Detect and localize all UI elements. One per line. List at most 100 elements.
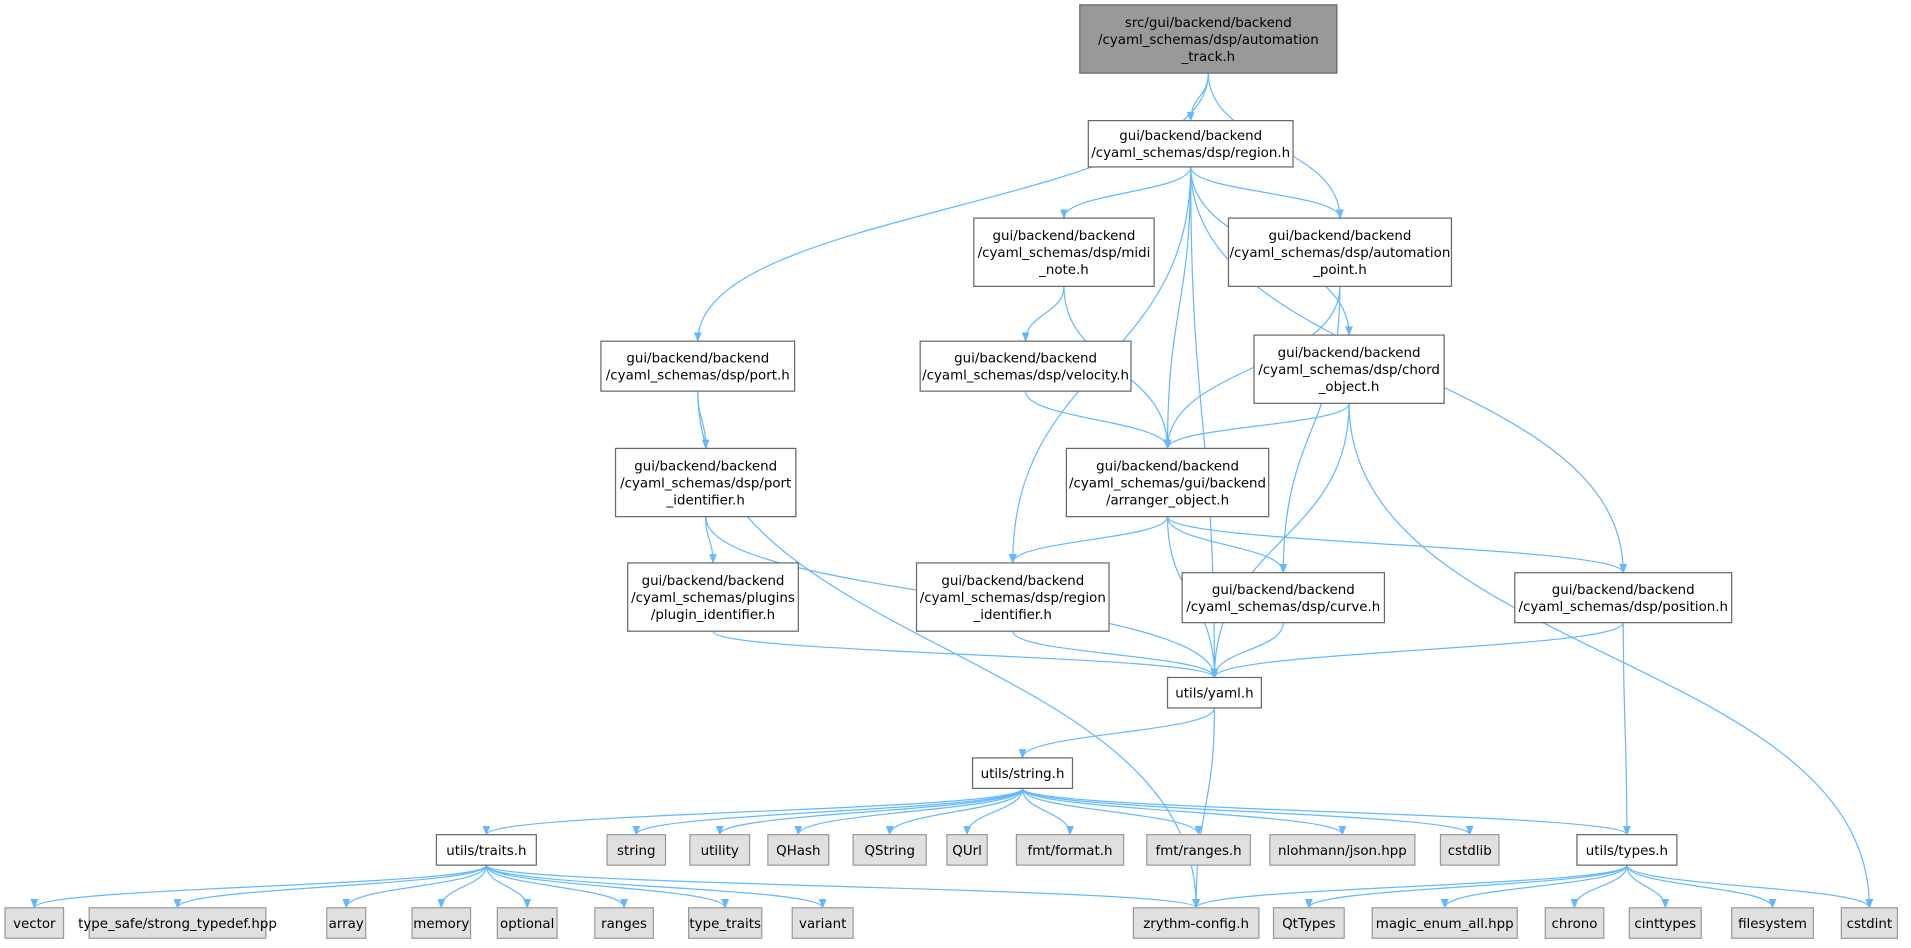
node-magic-enum[interactable]: magic_enum_all.hpp bbox=[1371, 907, 1518, 939]
node-region-identifier[interactable]: gui/backend/backend/cyaml_schemas/dsp/re… bbox=[915, 562, 1110, 632]
node-optional[interactable]: optional bbox=[496, 907, 558, 939]
node-label-line: /plugin_identifier.h bbox=[651, 608, 775, 623]
node-types[interactable]: utils/types.h bbox=[1576, 834, 1678, 866]
node-label-line: QString bbox=[864, 844, 915, 859]
node-fmt-format[interactable]: fmt/format.h bbox=[1015, 834, 1125, 866]
node-label-line: QtTypes bbox=[1282, 917, 1336, 932]
node-box bbox=[88, 907, 267, 939]
node-label-line: /cyaml_schemas/dsp/region.h bbox=[1091, 146, 1290, 161]
node-label-line: string bbox=[617, 844, 655, 859]
node-label-line: fmt/format.h bbox=[1028, 844, 1113, 859]
node-label-line: zrythm-config.h bbox=[1143, 917, 1249, 932]
node-label-line: cstdint bbox=[1847, 917, 1893, 932]
node-box bbox=[971, 757, 1074, 789]
edge-types-to-zrythm_config bbox=[1192, 864, 1628, 909]
node-arranger-object[interactable]: gui/backend/backend/cyaml_schemas/gui/ba… bbox=[1065, 447, 1270, 518]
node-QString[interactable]: QString bbox=[852, 834, 927, 866]
edge-types-to-chrono bbox=[1570, 865, 1628, 909]
edge-string_h-to-types bbox=[1021, 787, 1631, 836]
node-label-line: _note.h bbox=[1038, 263, 1089, 278]
node-type-safe[interactable]: type_safe/strong_typedef.hpp bbox=[78, 907, 277, 939]
node-label-line: gui/backend/backend bbox=[1278, 346, 1421, 361]
node-velocity[interactable]: gui/backend/backend/cyaml_schemas/dsp/ve… bbox=[919, 340, 1132, 392]
edges-layer bbox=[30, 73, 1874, 909]
edge-yaml-to-zrythm_config bbox=[1192, 707, 1216, 909]
node-nlohmann[interactable]: nlohmann/json.hpp bbox=[1269, 834, 1416, 866]
edge-arranger_object-to-region_identifier bbox=[1008, 516, 1169, 564]
node-box bbox=[411, 907, 472, 939]
node-cinttypes[interactable]: cinttypes bbox=[1628, 907, 1702, 939]
node-filesystem[interactable]: filesystem bbox=[1731, 907, 1814, 939]
node-box bbox=[689, 834, 751, 866]
node-cstdlib[interactable]: cstdlib bbox=[1439, 834, 1500, 866]
node-chrono[interactable]: chrono bbox=[1544, 907, 1605, 939]
node-port[interactable]: gui/backend/backend/cyaml_schemas/dsp/po… bbox=[600, 340, 796, 392]
edge-types-to-cinttypes bbox=[1626, 865, 1670, 909]
nodes-layer: src/gui/backend/backend/cyaml_schemas/ds… bbox=[4, 4, 1899, 939]
edge-position-to-types bbox=[1622, 622, 1631, 836]
node-label-line: cinttypes bbox=[1634, 917, 1696, 932]
node-box bbox=[946, 834, 988, 866]
node-port-identifier[interactable]: gui/backend/backend/cyaml_schemas/dsp/po… bbox=[614, 447, 797, 518]
node-QHash[interactable]: QHash bbox=[767, 834, 830, 866]
node-label-line: gui/backend/backend bbox=[993, 229, 1136, 244]
node-label-line: variant bbox=[799, 917, 846, 932]
edge-region-to-automation_point bbox=[1190, 166, 1344, 220]
node-label-line: _point.h bbox=[1312, 263, 1367, 278]
edge-string_h-to-QUrl bbox=[963, 788, 1024, 836]
edge-root-to-region bbox=[1186, 73, 1209, 122]
edge-traits-to-ranges bbox=[485, 864, 628, 909]
node-curve[interactable]: gui/backend/backend/cyaml_schemas/dsp/cu… bbox=[1181, 572, 1386, 624]
node-ranges[interactable]: ranges bbox=[594, 907, 654, 939]
node-box bbox=[627, 562, 799, 632]
node-box bbox=[688, 907, 763, 939]
node-label-line: gui/backend/backend bbox=[941, 574, 1084, 589]
node-label-line: utils/traits.h bbox=[446, 844, 526, 859]
node-label-line: /cyaml_schemas/plugins bbox=[631, 591, 795, 606]
node-QtTypes[interactable]: QtTypes bbox=[1272, 907, 1345, 939]
node-box bbox=[767, 834, 830, 866]
node-automation-point[interactable]: gui/backend/backend/cyaml_schemas/dsp/au… bbox=[1227, 217, 1453, 287]
node-label-line: ranges bbox=[601, 917, 647, 932]
node-string-h[interactable]: utils/string.h bbox=[971, 757, 1074, 789]
node-box bbox=[1272, 907, 1345, 939]
node-array[interactable]: array bbox=[326, 907, 367, 939]
edge-curve-to-yaml bbox=[1210, 622, 1284, 679]
edge-traits-to-zrythm_config bbox=[485, 864, 1200, 909]
node-position[interactable]: gui/backend/backend/cyaml_schemas/dsp/po… bbox=[1514, 572, 1733, 624]
node-utility[interactable]: utility bbox=[689, 834, 751, 866]
node-label-line: /cyaml_schemas/gui/backend bbox=[1069, 476, 1266, 491]
node-box bbox=[1132, 907, 1260, 939]
node-fmt-ranges[interactable]: fmt/ranges.h bbox=[1146, 834, 1251, 866]
edge-string_h-to-string bbox=[632, 787, 1024, 836]
node-root[interactable]: src/gui/backend/backend/cyaml_schemas/ds… bbox=[1079, 4, 1338, 74]
node-vector[interactable]: vector bbox=[4, 907, 65, 939]
node-cstdint[interactable]: cstdint bbox=[1840, 907, 1899, 939]
node-memory[interactable]: memory bbox=[411, 907, 472, 939]
node-plugin-identifier[interactable]: gui/backend/backend/cyaml_schemas/plugin… bbox=[627, 562, 799, 632]
node-type-traits[interactable]: type_traits bbox=[688, 907, 763, 939]
node-QUrl[interactable]: QUrl bbox=[946, 834, 988, 866]
node-variant[interactable]: variant bbox=[791, 907, 854, 939]
node-box bbox=[4, 907, 65, 939]
node-label-line: utility bbox=[701, 844, 739, 859]
node-box bbox=[614, 447, 797, 518]
node-midi-note[interactable]: gui/backend/backend/cyaml_schemas/dsp/mi… bbox=[973, 217, 1155, 287]
node-box bbox=[435, 834, 537, 866]
node-label-line: gui/backend/backend bbox=[1552, 583, 1695, 598]
edge-string_h-to-fmt_format bbox=[1021, 788, 1074, 836]
node-chord-object[interactable]: gui/backend/backend/cyaml_schemas/dsp/ch… bbox=[1253, 334, 1445, 404]
node-traits[interactable]: utils/traits.h bbox=[435, 834, 537, 866]
node-yaml[interactable]: utils/yaml.h bbox=[1166, 676, 1262, 709]
node-label-line: utils/string.h bbox=[981, 767, 1065, 782]
node-box bbox=[1166, 676, 1262, 709]
node-region[interactable]: gui/backend/backend/cyaml_schemas/dsp/re… bbox=[1087, 120, 1294, 168]
node-box bbox=[1079, 4, 1338, 74]
node-label-line: gui/backend/backend bbox=[1269, 229, 1412, 244]
node-label-line: /cyaml_schemas/dsp/region bbox=[920, 591, 1106, 606]
node-string[interactable]: string bbox=[606, 834, 667, 866]
node-label-line: /cyaml_schemas/dsp/chord bbox=[1258, 363, 1440, 378]
node-label-line: /cyaml_schemas/dsp/position.h bbox=[1518, 600, 1728, 615]
node-zrythm-config[interactable]: zrythm-config.h bbox=[1132, 907, 1260, 939]
